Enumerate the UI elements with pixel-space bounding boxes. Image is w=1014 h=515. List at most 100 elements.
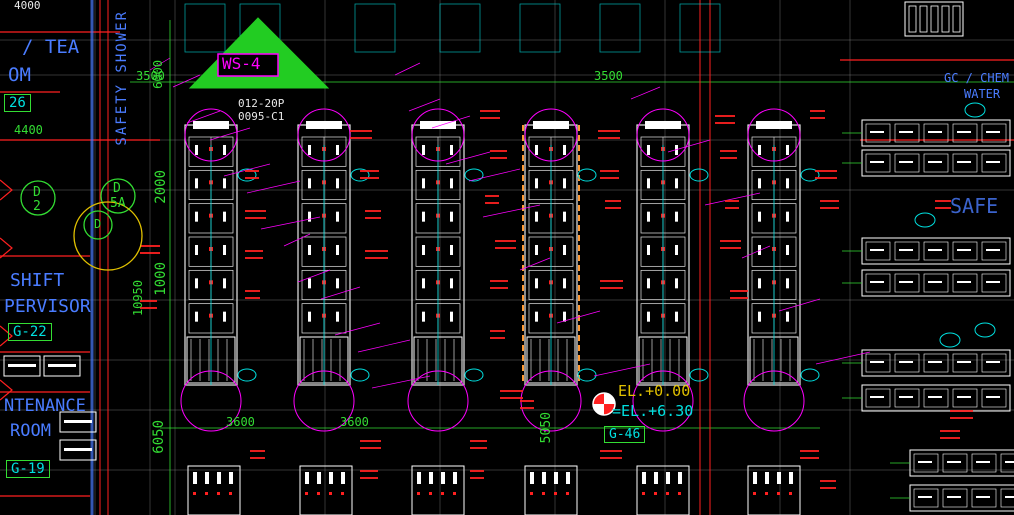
- left-equipment-slot: [8, 364, 36, 367]
- rack-cell: [913, 488, 939, 508]
- rack-cell: [865, 273, 891, 293]
- tag-mark: [490, 150, 507, 152]
- dim-bottom-v1: 6050: [151, 420, 167, 454]
- leader-line: [593, 363, 651, 377]
- bottom-rack-dot: [566, 492, 569, 495]
- tag-mark: [470, 477, 484, 479]
- bottom-rack-slot: [666, 472, 670, 484]
- rack-slot: [976, 461, 990, 463]
- cyan-tag-bubble: [237, 168, 257, 182]
- leader-line: [149, 57, 171, 71]
- tag-mark: [800, 450, 819, 452]
- cabinet-slot: [786, 211, 789, 222]
- tag-mark: [725, 207, 739, 209]
- cabinet-slot: [223, 178, 226, 189]
- cyan-tag-bubble: [577, 168, 597, 182]
- rack-slot: [928, 361, 942, 363]
- cabinet-slot: [336, 211, 339, 222]
- bottom-rack-slot: [329, 472, 333, 484]
- tag-mark: [490, 157, 507, 159]
- leader-line: [630, 86, 661, 100]
- rack-slot: [957, 161, 971, 163]
- rack-cell: [894, 388, 920, 408]
- dim-bottom-v2: 5050: [539, 412, 554, 444]
- tag-mark: [250, 450, 265, 452]
- cyan-tag-bubble: [464, 368, 484, 382]
- cabinet-slot: [308, 145, 311, 155]
- cabinet-slot: [535, 178, 538, 189]
- rack-cell: [981, 388, 1007, 408]
- tag-mark: [480, 110, 500, 112]
- cabinet-slot: [647, 145, 650, 155]
- cabinet-slot: [563, 311, 566, 322]
- bottom-rack-dot: [193, 492, 196, 495]
- rack-slot: [986, 249, 1000, 251]
- cyan-tag-bubble: [350, 168, 370, 182]
- cabinet-slot: [336, 245, 339, 255]
- pipe-circle: [524, 108, 578, 162]
- bottom-rack-dot: [305, 492, 308, 495]
- bubble-d-lower: D: [94, 217, 102, 231]
- level-marker-quadrants: [593, 393, 615, 415]
- cabinet-slot: [647, 178, 650, 189]
- rack-slot: [976, 496, 990, 498]
- tag-mark: [365, 210, 381, 212]
- cabinet-top-cap: [420, 121, 456, 129]
- cyan-tag-bubble: [800, 368, 820, 382]
- left-equipment: [59, 411, 97, 433]
- grid-bubble-d-5a: [100, 178, 136, 214]
- cabinet-slot: [758, 145, 761, 155]
- cabinet-slot: [563, 178, 566, 189]
- rack-cell: [981, 273, 1007, 293]
- tag-mark: [730, 290, 748, 292]
- cabinet-slot: [450, 278, 453, 289]
- bottom-rack-slot: [642, 472, 646, 484]
- tag-mark: [935, 207, 951, 209]
- bottom-rack-slot: [429, 472, 433, 484]
- rack-cell: [894, 241, 920, 261]
- level-block-line2: 0095-C1: [238, 110, 285, 123]
- tea-room-label-2: OM: [8, 64, 31, 86]
- cabinet-slot: [450, 145, 453, 155]
- cabinet-slot: [563, 211, 566, 222]
- tag-mark: [480, 117, 500, 119]
- rack-cell: [865, 353, 891, 373]
- bottom-rack-dot: [453, 492, 456, 495]
- bottom-rack-dot: [554, 492, 557, 495]
- cabinet-slot: [563, 245, 566, 255]
- tag-mark: [820, 200, 839, 202]
- cabinet-slot: [308, 278, 311, 289]
- bottom-equipment-racks: [187, 465, 801, 515]
- leader-line: [704, 192, 761, 206]
- yellow-column-circle: [73, 201, 143, 271]
- ws-marker-box: [217, 53, 279, 77]
- rack-slot: [918, 496, 932, 498]
- rack-slot: [870, 131, 884, 133]
- tag-mark: [360, 477, 378, 479]
- pipe-circle: [632, 370, 694, 432]
- rack-cell: [952, 241, 978, 261]
- rack-slot: [928, 131, 942, 133]
- tag-mark: [360, 440, 381, 442]
- elevation-1: EL.+0.00: [618, 382, 691, 400]
- cabinet-slot: [563, 278, 566, 289]
- cabinet-slot: [223, 145, 226, 155]
- bottom-rack-dot: [789, 492, 792, 495]
- cabinet-slot: [422, 311, 425, 322]
- top-right-equipment: [904, 1, 964, 37]
- bottom-rack-dot: [678, 492, 681, 495]
- rack-cell: [971, 488, 997, 508]
- bottom-rack-slot: [678, 472, 682, 484]
- rack-cell: [981, 353, 1007, 373]
- bottom-rack-slot: [542, 472, 546, 484]
- tag-mark: [140, 307, 157, 309]
- rack-cell: [923, 273, 949, 293]
- bottom-rack-slot: [453, 472, 457, 484]
- tag-mark: [365, 257, 388, 259]
- cabinet-slot: [535, 311, 538, 322]
- top-panel-box: [439, 3, 481, 53]
- cyan-tag-bubble: [800, 168, 820, 182]
- bottom-rack-dot: [777, 492, 780, 495]
- rack-cell: [894, 273, 920, 293]
- tag-mark: [600, 280, 623, 282]
